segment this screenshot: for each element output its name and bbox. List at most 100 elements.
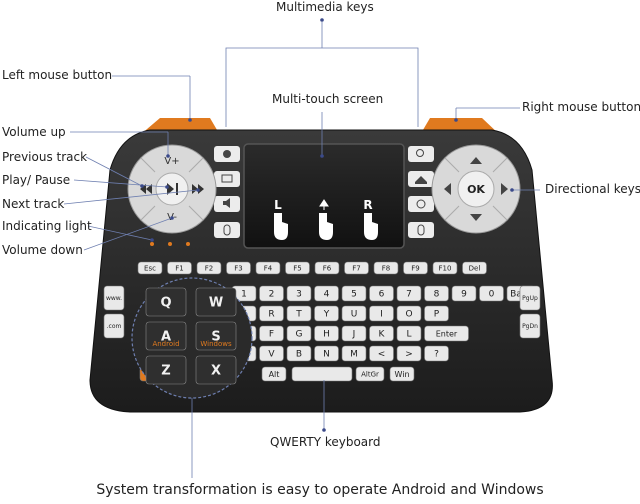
key-f10: F10 bbox=[432, 261, 458, 275]
key-6-label: 6 bbox=[379, 290, 385, 300]
mouse-icon bbox=[223, 224, 231, 236]
key-f6-label: F6 bbox=[323, 264, 332, 272]
zoom-key-w-label: W bbox=[209, 296, 223, 311]
key-pgup-label: PgUp bbox=[522, 295, 538, 302]
key-enter: Enter bbox=[424, 325, 469, 342]
caption: System transformation is easy to operate… bbox=[96, 482, 544, 498]
key-b: B bbox=[286, 345, 312, 362]
callout-volume-up: Volume up bbox=[2, 125, 66, 139]
key-j-label: J bbox=[352, 330, 356, 340]
mouse-key bbox=[214, 222, 240, 238]
scroll-arrows-icon bbox=[319, 199, 329, 210]
key-5: 5 bbox=[341, 285, 367, 302]
key-8-label: 8 bbox=[434, 290, 440, 300]
key-sym: > bbox=[396, 345, 422, 362]
house-icon bbox=[415, 176, 427, 184]
key-k-label: K bbox=[379, 330, 386, 340]
key-u: U bbox=[341, 305, 367, 322]
callout-multimedia-keys: Multimedia keys bbox=[276, 0, 374, 14]
zoom-key-w: W bbox=[195, 287, 237, 317]
key-l-label: L bbox=[406, 330, 411, 340]
key-f4-label: F4 bbox=[264, 264, 273, 272]
key-f: F bbox=[259, 325, 284, 342]
key-n: N bbox=[314, 345, 339, 362]
key-6: 6 bbox=[369, 285, 394, 302]
finger-left-icon bbox=[274, 213, 288, 240]
zoom-key-a: A bbox=[145, 321, 187, 351]
mouse2-icon bbox=[417, 224, 425, 236]
key-alt: Alt bbox=[261, 366, 287, 382]
zoom-key-q-label: Q bbox=[160, 296, 171, 311]
callout-multi-touch-screen: Multi-touch screen bbox=[272, 92, 384, 106]
mouse2-key bbox=[408, 222, 434, 238]
key-f9: F9 bbox=[403, 261, 428, 275]
browser-icon bbox=[223, 150, 231, 158]
key-alt-label: Alt bbox=[269, 370, 280, 379]
zoom-key-a-label: A bbox=[161, 330, 171, 345]
finger-right-icon bbox=[364, 213, 378, 240]
callout-left-mouse-button: Left mouse button bbox=[2, 68, 113, 82]
callout-right-mouse-button: Right mouse button bbox=[522, 100, 640, 114]
key-4: 4 bbox=[314, 285, 339, 302]
key-y: Y bbox=[314, 305, 339, 322]
key-space bbox=[291, 366, 353, 382]
key-f8-label: F8 bbox=[382, 264, 390, 272]
key-f4: F4 bbox=[255, 261, 281, 275]
key-2-label: 2 bbox=[269, 290, 275, 300]
key-4-label: 4 bbox=[324, 290, 330, 300]
key-altgr-label: AltGr bbox=[361, 370, 379, 378]
key-esc: Esc bbox=[137, 261, 163, 275]
callout-lines bbox=[63, 22, 540, 478]
key-g-label: G bbox=[296, 330, 303, 340]
callout-indicating-light: Indicating light bbox=[2, 219, 92, 233]
key-pgdn: PgDn bbox=[519, 313, 541, 339]
arrow-right-icon bbox=[501, 183, 508, 195]
key-dotcom-label: .com bbox=[107, 323, 122, 330]
callout-next-track: Next track bbox=[2, 197, 65, 211]
key-5-label: 5 bbox=[351, 290, 357, 300]
key-g: G bbox=[286, 325, 312, 342]
key-win: Win bbox=[389, 366, 415, 382]
key-dotcom: .com bbox=[103, 313, 125, 339]
key-f8: F8 bbox=[373, 261, 399, 275]
key-t-label: T bbox=[295, 310, 302, 320]
key-o: O bbox=[396, 305, 422, 322]
key-f3: F3 bbox=[226, 261, 251, 275]
key-altgr: AltGr bbox=[355, 366, 385, 382]
key-o-label: O bbox=[405, 310, 412, 320]
arrow-up-icon bbox=[470, 157, 482, 164]
key-f9-label: F9 bbox=[411, 264, 419, 272]
key-0-label: 0 bbox=[489, 290, 495, 300]
touchpad-right-label: R bbox=[363, 198, 372, 212]
key-1-label: 1 bbox=[241, 290, 247, 300]
key-sym-label: ? bbox=[434, 350, 439, 360]
zoom-key-s: S bbox=[195, 321, 237, 351]
zoom-key-z-label: Z bbox=[161, 364, 170, 379]
arrow-left-icon bbox=[444, 183, 451, 195]
key-3: 3 bbox=[286, 285, 312, 302]
key-f6: F6 bbox=[314, 261, 340, 275]
key-f7: F7 bbox=[344, 261, 369, 275]
key-sym-label: < bbox=[378, 350, 386, 360]
directional-dpad bbox=[431, 144, 521, 234]
indicator-light-1 bbox=[150, 242, 154, 246]
key-f7-label: F7 bbox=[352, 264, 360, 272]
key-r: R bbox=[259, 305, 284, 322]
key-sym: ? bbox=[424, 345, 449, 362]
touchpad-left-label: L bbox=[274, 198, 282, 212]
media-dpad bbox=[127, 144, 217, 234]
key-3-label: 3 bbox=[296, 290, 302, 300]
key-enter-label: Enter bbox=[436, 329, 458, 338]
callout-play-pause: Play/ Pause bbox=[2, 173, 71, 187]
key-i: I bbox=[369, 305, 394, 322]
key-f2: F2 bbox=[196, 261, 222, 275]
key-m: M bbox=[341, 345, 367, 362]
key-7: 7 bbox=[396, 285, 422, 302]
browser-key bbox=[408, 196, 434, 212]
key-r-label: R bbox=[268, 310, 274, 320]
key-m-label: M bbox=[350, 350, 358, 360]
key-h: H bbox=[314, 325, 339, 342]
